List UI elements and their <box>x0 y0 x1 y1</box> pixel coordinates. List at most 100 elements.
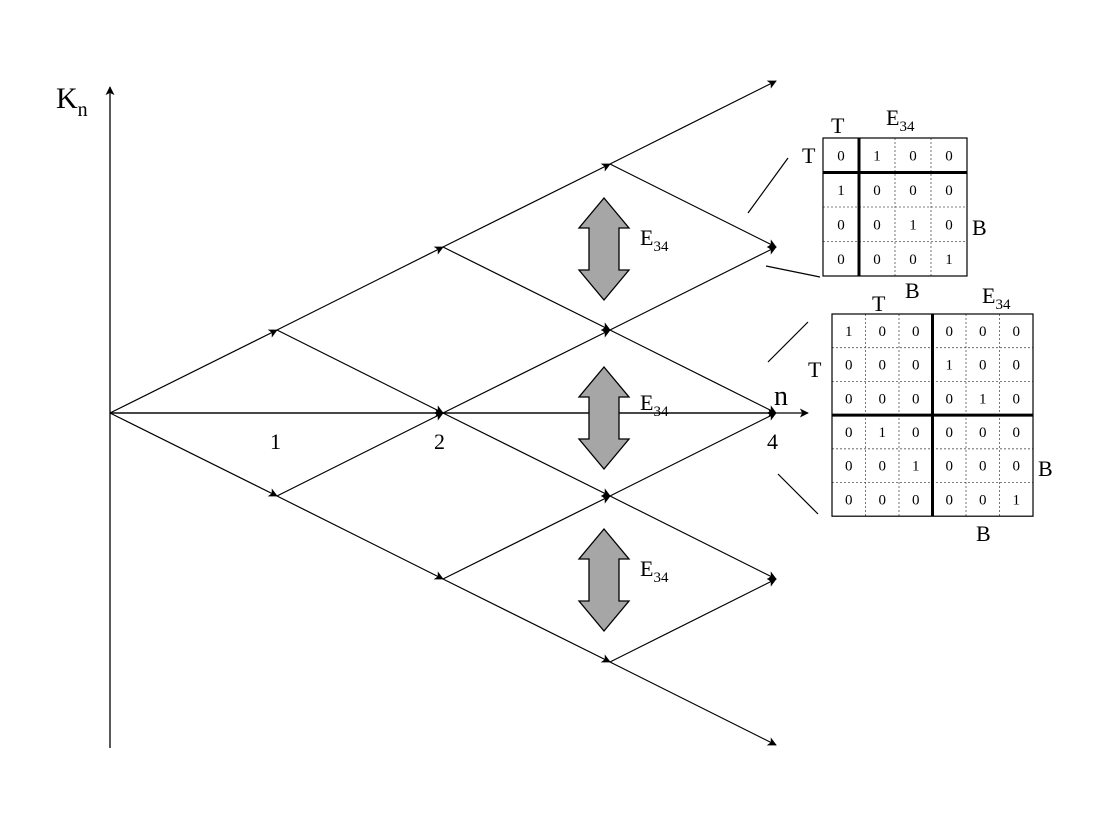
matrix-cell: 1 <box>946 358 954 374</box>
matrix-cell: 0 <box>909 148 917 164</box>
y-axis-label: Kn <box>56 82 88 121</box>
matrix-cell: 0 <box>912 425 920 441</box>
coupling-double-arrow <box>577 196 631 302</box>
matrix-cell: 0 <box>837 217 845 233</box>
matrix-cell: 0 <box>873 217 881 233</box>
tree-edge <box>442 578 611 663</box>
matrix-large-title-sub: 34 <box>995 297 1011 313</box>
coupling-label: E34 <box>640 390 669 420</box>
tree-edge <box>609 80 777 165</box>
matrix-cell: 1 <box>873 148 881 164</box>
matrix-cell: 0 <box>979 324 987 340</box>
matrix-cell: 0 <box>837 252 845 268</box>
tree-edge <box>442 163 611 248</box>
matrix-cell: 0 <box>946 459 954 475</box>
matrix-cell: 1 <box>912 459 920 475</box>
connector-line <box>747 157 789 214</box>
matrix-cell: 0 <box>1013 324 1021 340</box>
matrix-cell: 0 <box>845 425 853 441</box>
matrix-cell: 0 <box>879 358 887 374</box>
tree-edge <box>609 329 777 414</box>
matrix-large-label-right: B <box>1038 456 1053 481</box>
matrix-cell: 0 <box>879 324 887 340</box>
tree-edge <box>276 329 444 414</box>
matrix-cell: 0 <box>979 459 987 475</box>
matrix-cell: 1 <box>845 324 853 340</box>
tree-edge <box>609 412 777 497</box>
matrix-cell: 0 <box>946 492 954 508</box>
tree-edges <box>109 80 777 746</box>
tree-edge <box>276 246 444 331</box>
tree-edge <box>442 329 611 414</box>
matrix-large-label-bottom: B <box>976 521 991 546</box>
matrix-large-label-top: T <box>872 291 886 316</box>
matrix-cell: 0 <box>845 358 853 374</box>
matrix-cell: 0 <box>879 391 887 407</box>
matrix-cell: 0 <box>946 324 954 340</box>
matrix-cell: 0 <box>979 358 987 374</box>
tree-edge <box>609 578 777 663</box>
matrix-small-label-left: T <box>802 143 816 168</box>
matrix-cell: 0 <box>1013 391 1021 407</box>
tree-edge <box>609 495 777 580</box>
tree-edge <box>442 412 611 497</box>
matrix-large-title: E34 <box>982 283 1011 313</box>
matrix-cell: 0 <box>945 217 953 233</box>
matrix-cell: 0 <box>945 183 953 199</box>
matrix-cell: 0 <box>873 183 881 199</box>
tree-edge <box>609 163 777 248</box>
tick-label-4: 4 <box>767 429 778 454</box>
matrix-cell: 0 <box>912 324 920 340</box>
matrix-cell: 1 <box>879 425 887 441</box>
matrix-cell: 0 <box>946 391 954 407</box>
matrix-cell: 0 <box>879 492 887 508</box>
matrix-cell: 0 <box>909 183 917 199</box>
tick-label-1: 1 <box>270 429 281 454</box>
coupling-label: E34 <box>640 225 669 255</box>
matrix-cell: 0 <box>845 459 853 475</box>
matrix-cell: 1 <box>979 391 987 407</box>
tick-label-2: 2 <box>434 429 445 454</box>
matrix-cell: 1 <box>1013 492 1021 508</box>
coupling-double-arrow <box>577 365 631 471</box>
matrix-cell: 0 <box>912 391 920 407</box>
tree-edge <box>609 661 777 746</box>
matrix-cell: 1 <box>945 252 953 268</box>
matrix-large-label-left: T <box>808 357 822 382</box>
matrix-cell: 0 <box>979 492 987 508</box>
matrix-small-title: E34 <box>886 105 915 135</box>
matrix-border <box>822 137 968 277</box>
matrix-cell: 0 <box>945 148 953 164</box>
x-axis-label: n <box>774 381 788 412</box>
matrix-cell: 0 <box>946 425 954 441</box>
tree-edge <box>109 412 278 497</box>
tree-edge <box>442 495 611 580</box>
tree-edge <box>109 329 278 414</box>
matrix-small-label-top-left: T <box>831 113 845 138</box>
matrix-cell: 1 <box>909 217 917 233</box>
coupling-double-arrow <box>577 527 631 633</box>
matrix-cell: 0 <box>873 252 881 268</box>
matrix-cell: 0 <box>1013 358 1021 374</box>
matrix-cell: 0 <box>837 148 845 164</box>
y-axis-label-sub: n <box>78 99 88 121</box>
matrix-cell: 0 <box>979 425 987 441</box>
matrix-small-title-sub: 34 <box>899 119 915 135</box>
matrix-cell: 0 <box>1013 425 1021 441</box>
coupling-label: E34 <box>640 556 669 586</box>
matrix-cell: 0 <box>909 252 917 268</box>
connector-line <box>767 321 809 363</box>
matrix-cell: 0 <box>912 358 920 374</box>
matrix-small-label-bottom: B <box>905 278 920 303</box>
matrix-small-label-right: B <box>972 215 987 240</box>
matrix-cell: 0 <box>1013 459 1021 475</box>
matrix-cell: 0 <box>845 492 853 508</box>
matrix-cell: 1 <box>837 183 845 199</box>
matrix-cell: 0 <box>912 492 920 508</box>
connector-line <box>777 473 819 515</box>
tree-edge <box>442 246 611 331</box>
